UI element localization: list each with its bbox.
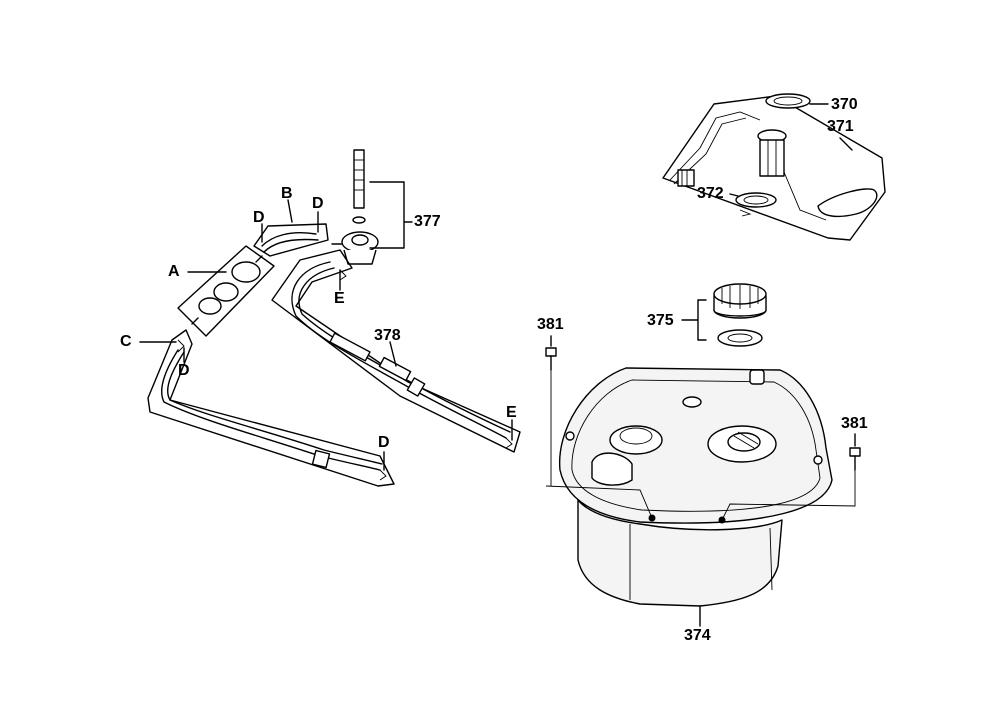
sender-wire — [669, 111, 761, 181]
filter-body-bottom — [198, 297, 222, 315]
tank-nipple — [749, 369, 765, 385]
hose-c-clamp — [311, 449, 331, 469]
hose-c-tube — [160, 349, 381, 471]
mount-hole-2 — [813, 455, 823, 465]
tank-vent — [682, 396, 702, 408]
callout-371: 371 — [827, 118, 854, 135]
hose-c — [139, 329, 395, 487]
callout-370: 370 — [831, 96, 858, 113]
connector-plug — [677, 169, 695, 187]
clip-d-bottom — [379, 469, 387, 481]
leader-378 — [389, 341, 397, 367]
hose-378 — [271, 249, 521, 453]
tank-body — [577, 499, 783, 607]
clip-e-right — [505, 437, 513, 449]
gasket-372 — [735, 192, 777, 208]
hose-378-panel — [271, 249, 521, 453]
callout-b: B — [281, 185, 293, 202]
leader-372 — [729, 193, 739, 197]
lock-ring-370 — [765, 93, 811, 109]
float-arm — [783, 171, 827, 221]
hose-c-panel — [147, 329, 395, 487]
hose-378-sleeve-2 — [378, 356, 412, 382]
clip-e-top — [339, 269, 347, 281]
mount-hole-1 — [565, 431, 575, 441]
hose-378-tube — [291, 261, 507, 439]
hose-b — [253, 199, 329, 257]
callout-d-top-right: D — [312, 195, 324, 212]
hose-378-sleeve — [329, 332, 371, 362]
fuel-cap-assembly — [681, 283, 767, 347]
callout-a: A — [168, 263, 180, 280]
callout-e-right: E — [506, 404, 517, 421]
callout-381-right: 381 — [841, 415, 868, 432]
callout-374: 374 — [684, 627, 711, 644]
clip-d-left — [177, 339, 185, 353]
bolt-head-left — [545, 347, 557, 357]
filter-panel — [177, 245, 275, 337]
leader-371 — [839, 137, 853, 151]
float — [817, 188, 878, 218]
callout-e-top: E — [334, 290, 345, 307]
cap-gasket — [717, 329, 763, 347]
fuel-tank-374 — [558, 367, 833, 627]
tank-pump-opening — [609, 425, 663, 455]
bolt-381-left — [545, 335, 653, 519]
hose-b-panel — [253, 223, 329, 257]
callout-d-left: D — [178, 362, 190, 379]
callout-377: 377 — [414, 213, 441, 230]
filter-body-mid — [213, 282, 239, 302]
callout-c: C — [120, 333, 132, 350]
fuel-cock-strainer — [353, 149, 365, 209]
leader-375 — [681, 299, 707, 341]
leader-b — [287, 199, 293, 223]
filter-body-top — [231, 261, 261, 283]
gasket-arrow — [739, 209, 752, 217]
sender-wire-2 — [673, 117, 747, 185]
leader-377 — [369, 181, 413, 249]
bolt-head-right — [849, 447, 861, 457]
fuel-sender-unit-panel — [662, 93, 886, 241]
callout-375: 375 — [647, 312, 674, 329]
o-ring — [352, 216, 366, 224]
fuel-cock-base — [343, 249, 377, 265]
tank-cushion — [591, 452, 633, 486]
tank-flange — [558, 367, 833, 524]
bolt-381-right — [721, 433, 861, 521]
sender-body — [759, 139, 785, 177]
callout-372: 372 — [697, 185, 724, 202]
sender-panel-outline — [662, 95, 886, 241]
fuel-filter-a — [177, 245, 275, 337]
callout-d-top-left: D — [253, 209, 265, 226]
fuel-cock-377 — [331, 149, 413, 265]
callout-d-bottom: D — [378, 434, 390, 451]
callout-378: 378 — [374, 327, 401, 344]
hose-b-tube — [261, 232, 317, 247]
callout-381-left: 381 — [537, 316, 564, 333]
hose-378-clamp — [406, 377, 426, 397]
